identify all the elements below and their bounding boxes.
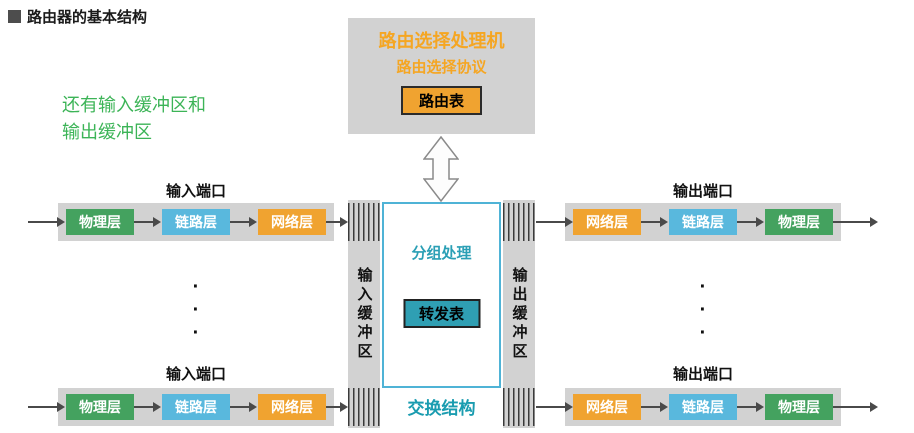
- page-title-text: 路由器的基本结构: [27, 9, 148, 26]
- output-buffer-label: 输出缓冲区: [510, 267, 528, 362]
- input-port-row: 物理层 链路层 网络层: [58, 388, 334, 426]
- routing-processor-title: 路由选择处理机: [378, 31, 505, 51]
- flow-arrow: [833, 402, 878, 412]
- flow-arrow: [230, 402, 257, 412]
- output-port-row: 网络层 链路层 物理层: [565, 203, 841, 241]
- network-layer-box: 网络层: [573, 394, 641, 420]
- flow-arrow: [28, 402, 65, 412]
- flow-arrow: [641, 402, 668, 412]
- flow-arrow: [641, 217, 668, 227]
- flow-arrow: [134, 402, 161, 412]
- flow-arrow: [28, 217, 65, 227]
- link-layer-box: 链路层: [669, 209, 737, 235]
- ellipsis-dots: · · ·: [699, 276, 707, 344]
- ellipsis-dots: · · ·: [192, 276, 200, 344]
- queue-hatch-icon: [503, 203, 535, 241]
- network-layer-box: 网络层: [573, 209, 641, 235]
- queue-hatch-icon: [348, 203, 380, 241]
- input-buffer-column: 输入缓冲区: [348, 200, 380, 428]
- physical-layer-box: 物理层: [66, 209, 134, 235]
- output-port-label: 输出端口: [672, 183, 733, 200]
- input-buffer-label: 输入缓冲区: [355, 267, 373, 362]
- network-layer-box: 网络层: [258, 209, 326, 235]
- link-layer-box: 链路层: [669, 394, 737, 420]
- output-buffer-column: 输出缓冲区: [503, 200, 535, 428]
- physical-layer-box: 物理层: [765, 209, 833, 235]
- flow-arrow: [833, 217, 878, 227]
- queue-hatch-icon: [503, 388, 535, 426]
- output-port-row: 网络层 链路层 物理层: [565, 388, 841, 426]
- flow-arrow: [536, 217, 573, 227]
- flow-arrow: [737, 402, 764, 412]
- switching-fabric-box: 分组处理 转发表: [382, 202, 501, 388]
- input-port-label: 输入端口: [165, 183, 226, 200]
- packet-processing-label: 分组处理: [411, 245, 472, 262]
- link-layer-box: 链路层: [162, 394, 230, 420]
- title-bullet-icon: [8, 10, 21, 23]
- flow-arrow: [230, 217, 257, 227]
- network-layer-box: 网络层: [258, 394, 326, 420]
- flow-arrow: [326, 217, 348, 227]
- double-arrow-icon: [423, 136, 459, 202]
- forwarding-table-box: 转发表: [402, 299, 481, 328]
- input-port-row: 物理层 链路层 网络层: [58, 203, 334, 241]
- output-port-label: 输出端口: [672, 366, 733, 383]
- physical-layer-box: 物理层: [765, 394, 833, 420]
- routing-protocol-label: 路由选择协议: [396, 59, 487, 76]
- flow-arrow: [326, 402, 348, 412]
- link-layer-box: 链路层: [162, 209, 230, 235]
- buffer-annotation: 还有输入缓冲区和 输出缓冲区: [62, 95, 206, 142]
- switching-fabric-label: 交换结构: [407, 399, 476, 418]
- flow-arrow: [134, 217, 161, 227]
- physical-layer-box: 物理层: [66, 394, 134, 420]
- queue-hatch-icon: [348, 388, 380, 426]
- flow-arrow: [737, 217, 764, 227]
- routing-table-box: 路由表: [400, 86, 482, 115]
- flow-arrow: [536, 402, 573, 412]
- page-title: 路由器的基本结构: [8, 6, 147, 27]
- routing-processor-box: 路由选择处理机 路由选择协议 路由表: [348, 18, 535, 134]
- input-port-label: 输入端口: [165, 366, 226, 383]
